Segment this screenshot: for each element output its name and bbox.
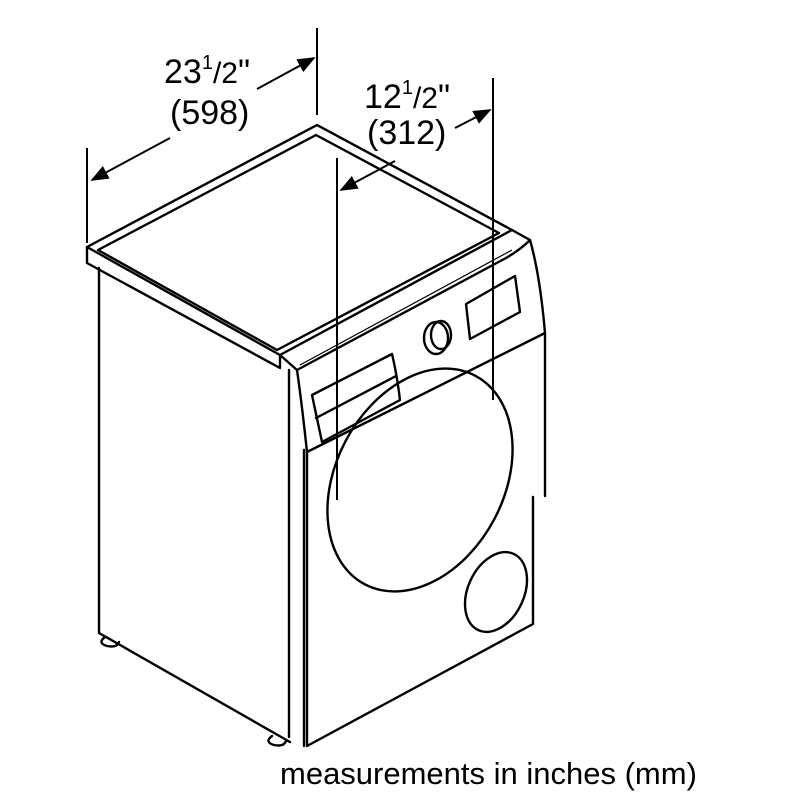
width-label-mm: (598) [170, 94, 250, 132]
width-whole: 23 [164, 53, 202, 91]
depth-unit: " [437, 78, 451, 116]
depth-denominator: 2 [421, 82, 438, 115]
width-slash: / [212, 57, 222, 90]
detergent-drawer [310, 352, 402, 444]
width-numerator: 1 [201, 52, 213, 74]
door [326, 367, 514, 593]
depth-label-mm: (312) [367, 114, 447, 152]
width-dimension-lines [86, 28, 318, 243]
side-panel [97, 266, 306, 748]
depth-whole: 12 [364, 78, 402, 116]
width-unit: " [237, 53, 251, 91]
width-label-inches: 231/2" [164, 52, 251, 91]
display-panel [464, 274, 522, 341]
width-denominator: 2 [221, 57, 238, 90]
control-panel [278, 228, 547, 498]
depth-numerator: 1 [401, 77, 413, 99]
front-panel [305, 367, 535, 748]
depth-slash: / [412, 82, 422, 115]
filter-cover [463, 550, 529, 634]
measurement-caption: measurements in inches (mm) [280, 756, 697, 791]
depth-label-inches: 121/2" [364, 77, 451, 116]
